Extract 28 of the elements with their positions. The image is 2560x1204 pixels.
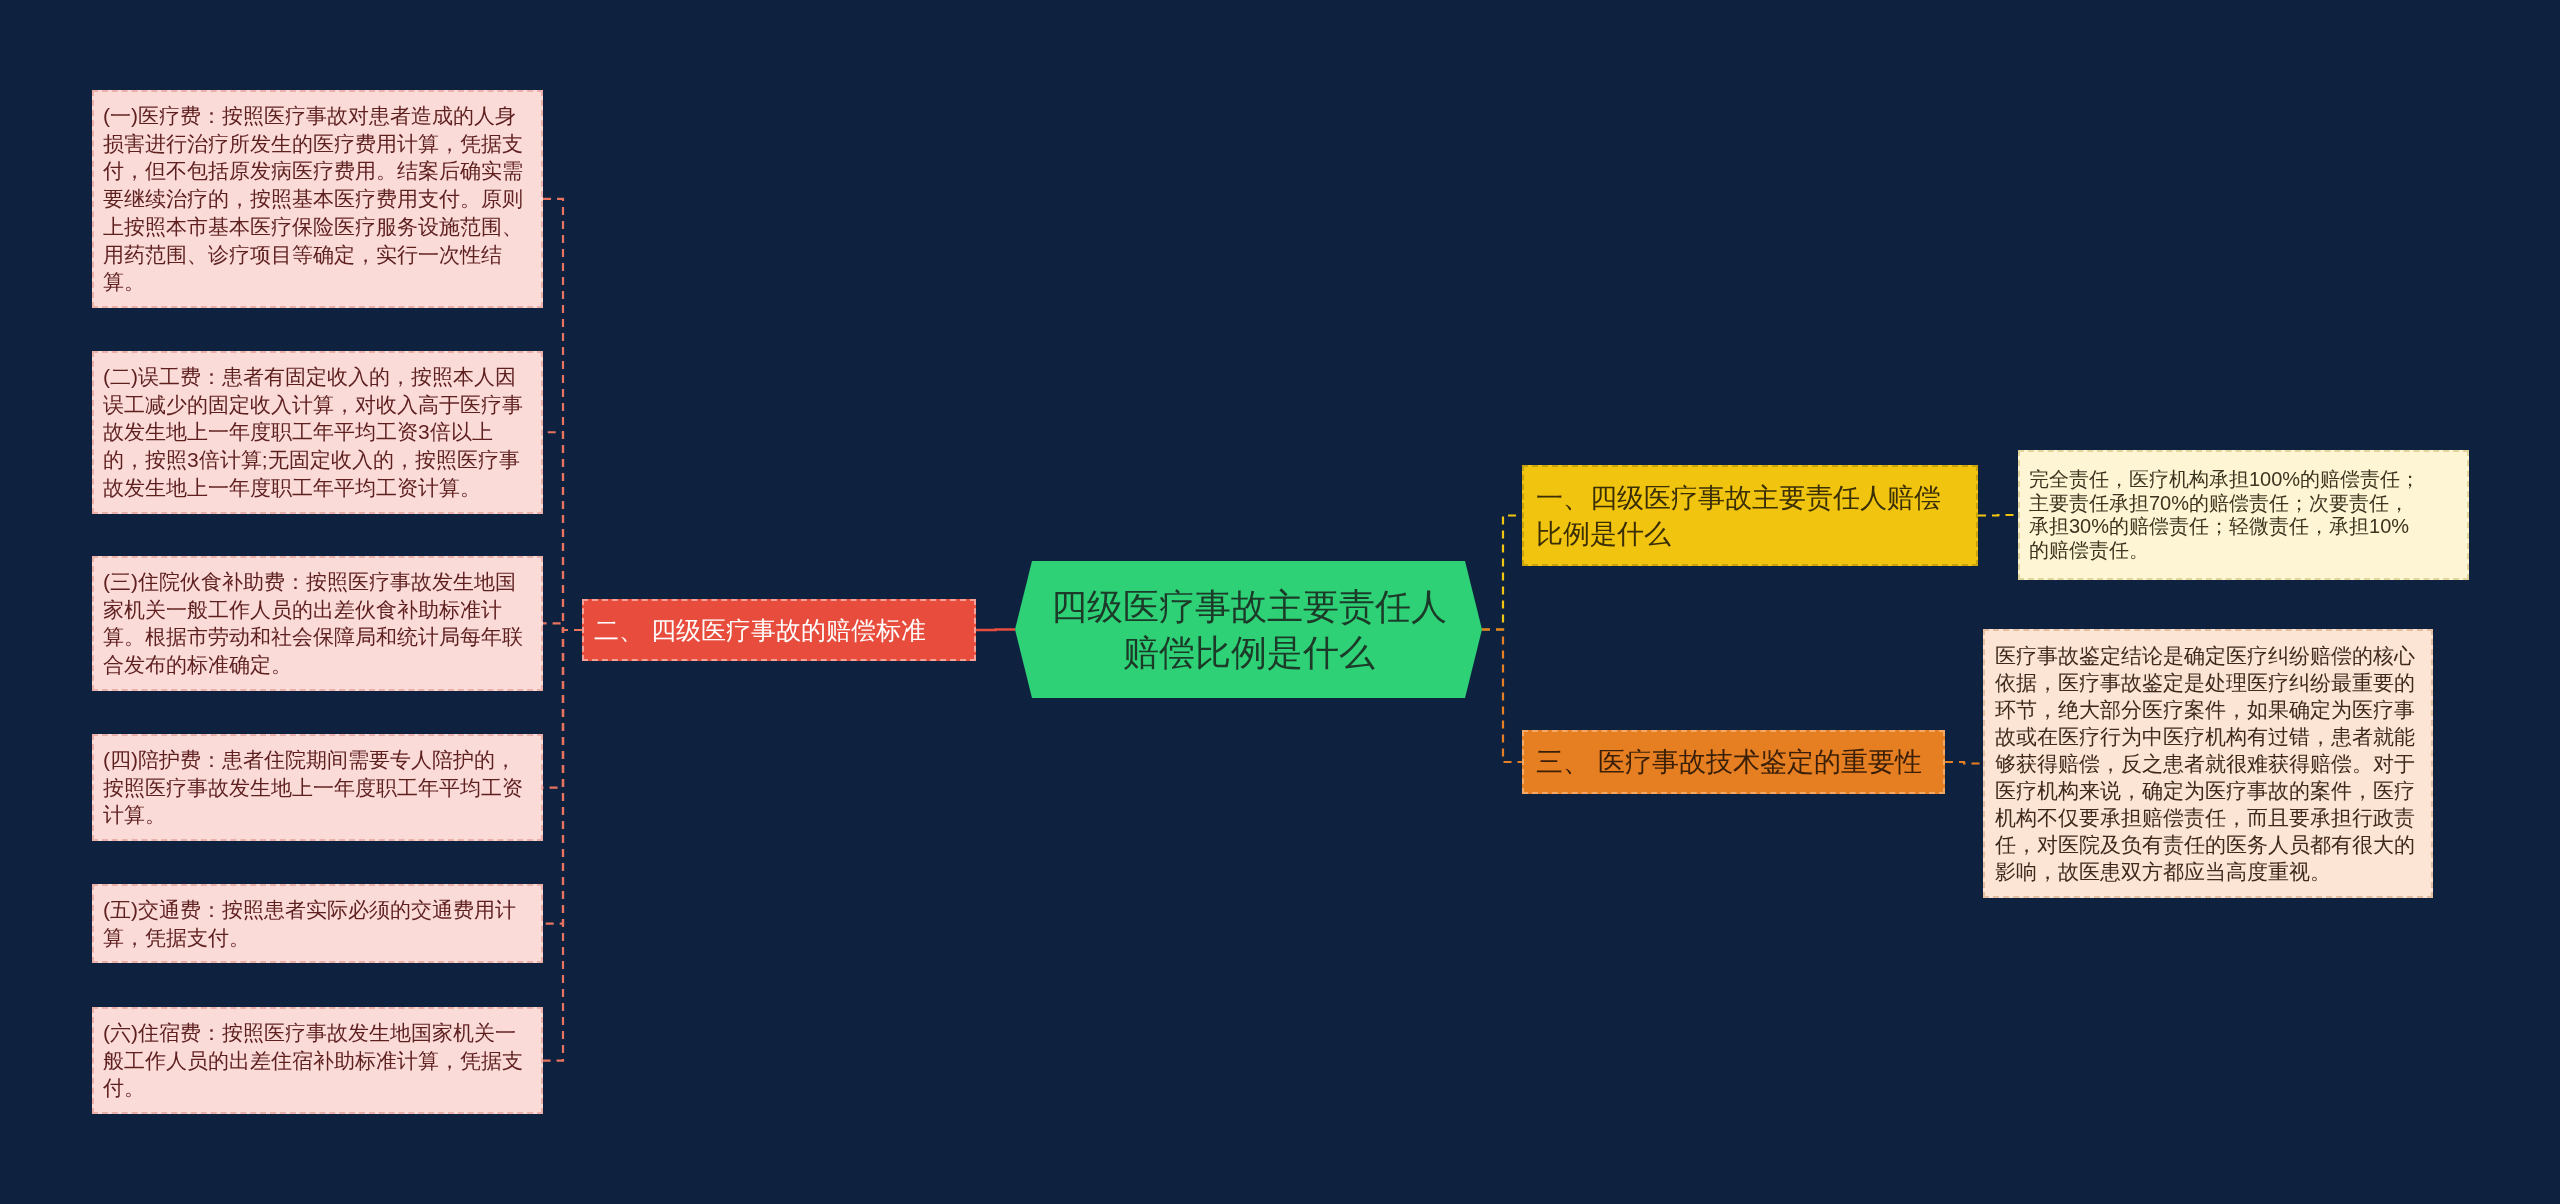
note-card [92, 734, 543, 842]
central-topic-text: 四级医疗事故主要责任人赔偿比例是什么 [1049, 584, 1448, 675]
central-topic-hexagon [1015, 561, 1482, 698]
note-text: (二)误工费：患者有固定收入的，按照本人因误工减少的固定收入计算，对收入高于医疗事故发生地上一年度职工年平均工资3倍以上的，按照3倍计算;无固定收入的，按照医疗事故发生地上一年度职工年平均工资计算。 [103, 364, 524, 501]
note-text: 完全责任，医疗机构承担100%的赔偿责任；主要责任承担70%的赔偿责任；次要责任，承担30%的赔偿责任；轻微责任，承担10%的赔偿责任。 [2029, 468, 2422, 562]
note-text: (一)医疗费：按照医疗事故对患者造成的人身损害进行治疗所发生的医疗费用计算，凭据支付，但不包括原发病医疗费用。结案后确实需要继续治疗的，按照基本医疗费用支付。原则上按照本市基本医疗保险医疗服务设施范围、用药范围、诊疗项目等确定，实行一次性结算。 [103, 103, 524, 296]
topic-text: 一、四级医疗事故主要责任人赔偿比例是什么 [1536, 481, 1942, 551]
note-text: 医疗事故鉴定结论是确定医疗纠纷赔偿的核心依据，医疗事故鉴定是处理医疗纠纷最重要的环节，绝大部分医疗案件，如果确定为医疗事故或在医疗行为中医疗机构有过错，患者就能够获得赔偿，反之患者就很难获得赔偿。对于医疗机构来说，确定为医疗事故的案件，医疗机构不仅要承担赔偿责任，而且要承担行政责任，对医院及负有责任的医务人员都有很大的影响，故医患双方都应当高度重视。 [1995, 643, 2416, 885]
topic-box [1522, 465, 1978, 566]
note-card [92, 884, 543, 964]
note-text: (三)住院伙食补助费：按照医疗事故发生地国家机关一般工作人员的出差伙食补助标准计算。根据市劳动和社会保障局和统计局每年联合发布的标准确定。 [103, 569, 524, 679]
connector-line [1945, 760, 1983, 765]
connector-line [1482, 628, 1522, 764]
connector-line [543, 628, 582, 1062]
note-text: (六)住宿费：按照医疗事故发生地国家机关一般工作人员的出差住宿补助标准计算，凭据支付。 [103, 1020, 524, 1102]
note-card [1983, 629, 2433, 898]
note-card [92, 351, 543, 514]
connector-line [976, 628, 1015, 632]
topic-text: 三、 医疗事故技术鉴定的重要性 [1536, 746, 1922, 779]
topic-text: 二、 四级医疗事故的赔偿标准 [594, 615, 926, 646]
note-card [92, 90, 543, 308]
topic-box [582, 599, 976, 661]
topic-box [1522, 730, 1945, 794]
note-card [92, 1007, 543, 1115]
note-card [92, 556, 543, 691]
note-text: (五)交通费：按照患者实际必须的交通费用计算，凭据支付。 [103, 897, 517, 951]
note-text: (四)陪护费：患者住院期间需要专人陪护的，按照医疗事故发生地上一年度职工年平均工资计算。 [103, 747, 524, 829]
note-card [2018, 450, 2469, 580]
